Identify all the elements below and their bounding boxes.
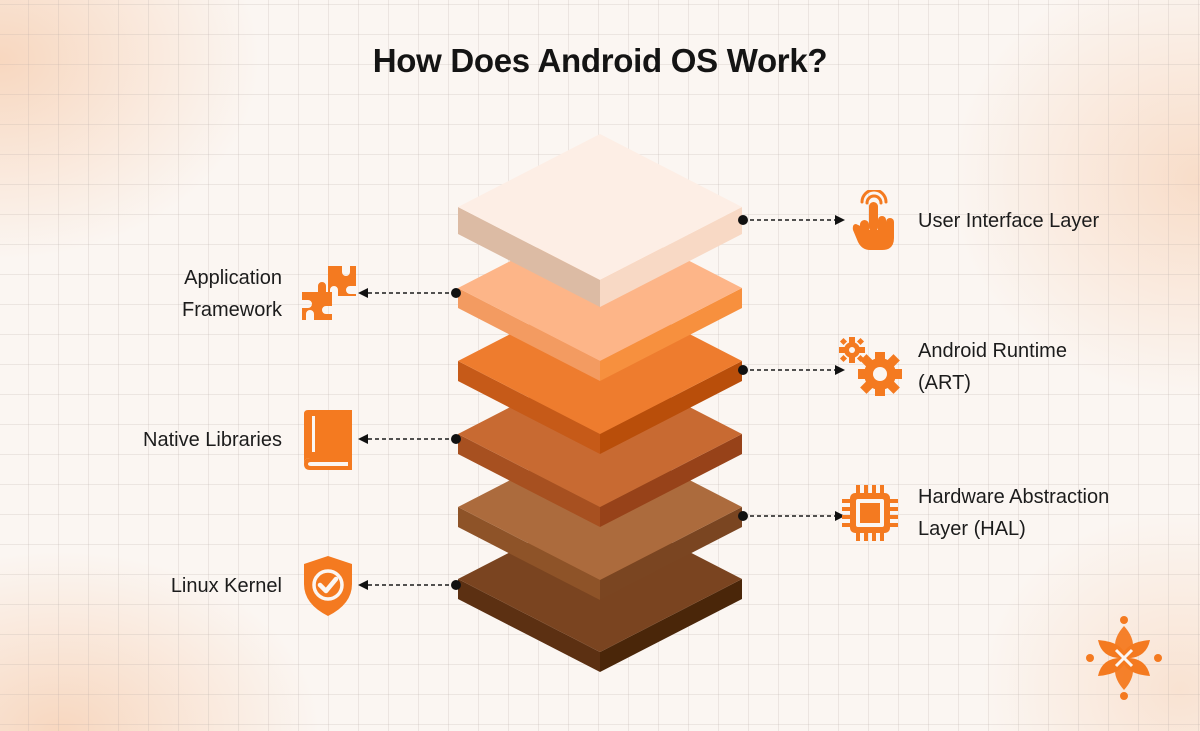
connector-dot xyxy=(451,580,461,590)
layer-android-runtime-right xyxy=(600,361,742,454)
label-native-libraries: Native Libraries xyxy=(143,424,282,456)
layer-application-framework-left xyxy=(458,288,600,381)
shield-check-icon xyxy=(304,556,352,616)
arrowhead xyxy=(835,365,845,375)
chip-icon xyxy=(842,485,898,541)
label-user-interface: User Interface Layer xyxy=(918,205,1099,237)
layer-native-libraries-left xyxy=(458,434,600,527)
layer-user-interface xyxy=(458,134,742,307)
layer-application-framework-right xyxy=(600,288,742,381)
label-linux-kernel: Linux Kernel xyxy=(171,570,282,602)
layer-linux-kernel-left xyxy=(458,579,600,672)
layer-hal-left xyxy=(458,507,600,600)
label-android-runtime: Android Runtime (ART) xyxy=(918,335,1067,399)
arrowhead xyxy=(835,215,845,225)
arrowhead xyxy=(358,434,368,444)
label-line: User Interface Layer xyxy=(918,210,1100,232)
label-application-framework: Application Framework xyxy=(182,262,282,326)
arrowhead xyxy=(358,288,368,298)
label-line: (ART) xyxy=(918,372,971,394)
layer-hal-right xyxy=(600,507,742,600)
pointer-hand-icon xyxy=(852,190,894,250)
book-icon xyxy=(304,410,352,470)
connector-dot xyxy=(738,511,748,521)
arrowhead xyxy=(358,580,368,590)
label-line: Native Libraries xyxy=(143,429,282,451)
label-line: Layer (HAL) xyxy=(918,518,1026,540)
layer-native-libraries-right xyxy=(600,434,742,527)
connector-dot xyxy=(738,365,748,375)
connector-dot xyxy=(738,215,748,225)
arrowhead xyxy=(835,511,845,521)
gears-icon xyxy=(839,337,902,396)
layer-user-interface-right xyxy=(600,207,742,307)
label-line: Framework xyxy=(181,299,282,321)
layer-linux-kernel-right xyxy=(600,579,742,672)
page-title: How Does Android OS Work? xyxy=(372,42,828,79)
layer-user-interface-top xyxy=(458,134,742,280)
label-line: Application xyxy=(184,267,282,289)
puzzle-icon xyxy=(302,266,356,320)
brand-logo-icon xyxy=(1086,616,1162,700)
layer-android-runtime-left xyxy=(458,361,600,454)
label-line: Hardware Abstraction xyxy=(918,486,1110,508)
layer-user-interface-left xyxy=(458,207,600,307)
label-line: Linux Kernel xyxy=(170,575,282,597)
label-hal: Hardware Abstraction Layer (HAL) xyxy=(918,481,1109,545)
label-line: Android Runtime xyxy=(918,340,1067,362)
connector-dot xyxy=(451,288,461,298)
connector-dot xyxy=(451,434,461,444)
